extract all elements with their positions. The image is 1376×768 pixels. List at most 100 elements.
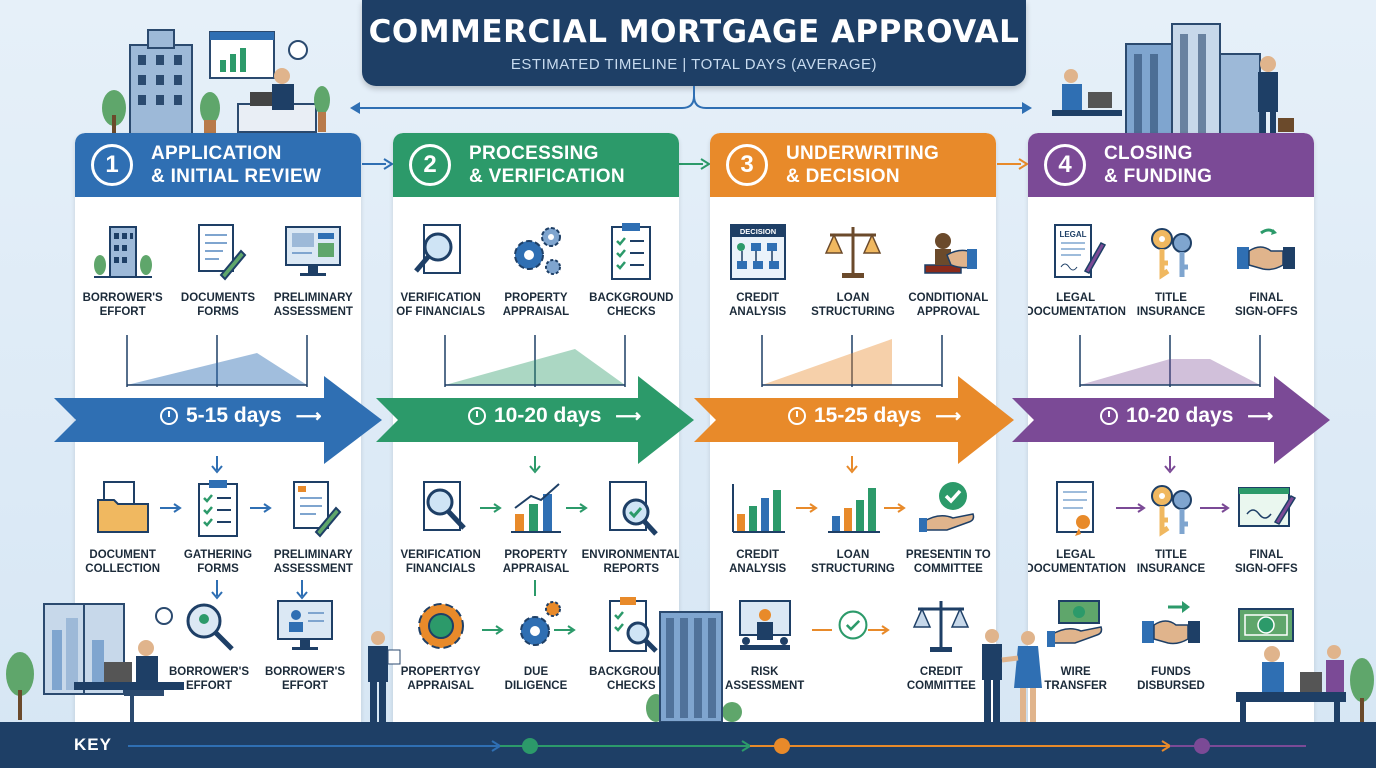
phase-1-title-line1: APPLICATION (151, 143, 282, 164)
scales-icon (913, 601, 970, 652)
money-hand-icon (1046, 600, 1102, 647)
timeline-arrow-2 (376, 376, 694, 464)
report-magnifier-icon (609, 481, 659, 536)
phase-1-header: 1 APPLICATION & INITIAL REVIEW (75, 133, 361, 197)
magnifier-icon (186, 603, 234, 651)
phase-2-number: 2 (409, 144, 451, 186)
title-banner: COMMERCIAL MORTGAGE APPROVAL ESTIMATED T… (362, 0, 1026, 86)
handshake-icon (1237, 228, 1296, 271)
legal-document-icon: LEGAL (1053, 224, 1106, 278)
office-scene-bottom-left (6, 603, 184, 722)
money-bill-icon (1238, 608, 1295, 642)
clock-icon (1100, 407, 1118, 425)
phase-4-number: 4 (1044, 144, 1086, 186)
phase-4-title-line1: CLOSING (1104, 143, 1193, 164)
phase-3-title: UNDERWRITING & DECISION (786, 142, 939, 188)
phase-3-header: 3 UNDERWRITING & DECISION (710, 133, 996, 197)
phase-2-duration: 10-20 days ⟶ (468, 404, 641, 428)
phase-2-title: PROCESSING & VERIFICATION (469, 142, 625, 188)
decision-badge-text: DECISION (740, 227, 776, 236)
document-pen-icon (197, 224, 247, 281)
page-subtitle: ESTIMATED TIMELINE | TOTAL DAYS (AVERAGE… (510, 56, 878, 73)
phase-2-header: 2 PROCESSING & VERIFICATION (393, 133, 679, 197)
phase-1-effort-ramp (126, 335, 308, 387)
bar-chart-icon (827, 488, 880, 533)
phase-2-duration-text: 10-20 days (494, 404, 602, 427)
arrow-right-icon: ⟶ (1247, 405, 1274, 426)
phase-4-title: CLOSING & FUNDING (1104, 142, 1212, 188)
phase-4-duration: 10-20 days ⟶ (1100, 404, 1273, 428)
decision-flowchart-icon: DECISION (729, 224, 786, 280)
timeline-arrow-1 (54, 376, 382, 464)
bank-teller-scene (1236, 645, 1374, 722)
folder-icon (96, 481, 149, 533)
clipboard-check-icon (197, 480, 238, 537)
monitor-profile-icon (277, 600, 333, 650)
phase-3-number: 3 (726, 144, 768, 186)
bar-chart-icon (731, 484, 785, 533)
handshake-people-scene (982, 629, 1042, 722)
check-circle-icon (838, 610, 868, 640)
phase-3-title-line2: & DECISION (786, 166, 900, 187)
legal-document-icon (1055, 481, 1094, 536)
key-legend-line (128, 738, 1306, 754)
arrow-right-icon: ⟶ (935, 405, 962, 426)
phase-2-title-line2: & VERIFICATION (469, 166, 625, 187)
office-buildings-scene-right (1052, 23, 1294, 134)
monitor-chart-icon (285, 226, 342, 276)
connector-arrow-1-2 (362, 158, 394, 170)
phase-4-bot-item-3 (1220, 595, 1312, 693)
phase-2-effort-ramp (444, 335, 626, 387)
phase-1-title: APPLICATION & INITIAL REVIEW (151, 142, 321, 188)
title-bracket (350, 86, 1032, 114)
phase-2-title-line1: PROCESSING (469, 143, 599, 164)
clock-icon (788, 407, 806, 425)
phase-4-title-line2: & FUNDING (1104, 166, 1213, 187)
phase-1-number: 1 (91, 144, 133, 186)
